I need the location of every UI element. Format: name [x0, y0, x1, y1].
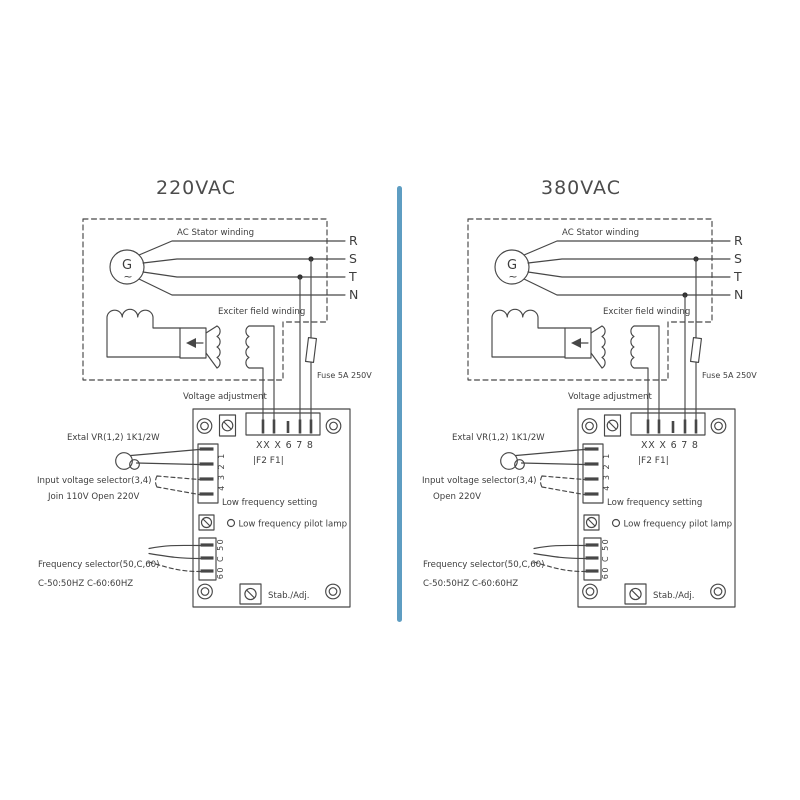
frequency-selector-wires: [533, 544, 586, 560]
frequency-selector-wires: [148, 544, 201, 560]
fuse-symbol: [689, 337, 703, 363]
phase-label-s: S: [349, 251, 357, 266]
stability-label: Stab./Adj.: [653, 591, 694, 601]
low-frequency-pot: [198, 514, 215, 531]
frequency-pin-labels: 60 C 50: [216, 538, 225, 580]
panel-380vac: 380VAC G ~ AC Stator winding R S T N Fus…: [422, 177, 757, 608]
output-terminal-strip: [245, 412, 321, 436]
frequency-selector-connector: [198, 537, 217, 581]
connector-pin-labels: 4 3 2 1: [602, 452, 611, 491]
exciter-field-winding: [491, 308, 592, 359]
phase-label-s: S: [734, 251, 742, 266]
low-freq-lamp-label: Low frequency pilot lamp: [624, 520, 733, 530]
generator-wave: ~: [508, 270, 517, 283]
phase-label-r: R: [734, 233, 743, 248]
generator-enclosure-dashed-box: [82, 218, 328, 381]
generator-symbol: G ~: [109, 249, 145, 285]
avr-board: [577, 408, 736, 608]
frequency-selector-label: Frequency selector(50,C,60): [423, 560, 545, 570]
fuse-label: Fuse 5A 250V: [702, 371, 757, 380]
voltage-adjust-pot: [603, 414, 622, 437]
low-freq-setting-label: Low frequency setting: [607, 498, 702, 508]
input-voltage-note: Join 110V Open 220V: [47, 492, 139, 502]
panel-220vac: 220VAC G ~ AC Stator winding R S T N Fus…: [37, 177, 372, 608]
phase-label-t: T: [733, 269, 742, 284]
stability-label: Stab./Adj.: [268, 591, 309, 601]
frequency-selector-wire-open: [533, 561, 586, 573]
exciter-label: Exciter field winding: [603, 307, 690, 317]
fuse-label: Fuse 5A 250V: [317, 371, 372, 380]
generator-wave: ~: [123, 270, 132, 283]
generator-symbol: G ~: [494, 249, 530, 285]
phase-label-t: T: [348, 269, 357, 284]
avr-board: [192, 408, 351, 608]
pilot-lamp-led: [611, 518, 621, 528]
low-freq-setting-label: Low frequency setting: [222, 498, 317, 508]
mounting-screw: [197, 583, 213, 600]
mounting-screw: [325, 583, 341, 600]
voltage-adjustment-label: Voltage adjustment: [183, 392, 267, 402]
stator-winding-label: AC Stator winding: [177, 228, 254, 238]
mounting-screw: [196, 418, 213, 434]
vr-selector-connector: [197, 443, 219, 504]
external-vr-label: Extal VR(1,2) 1K1/2W: [452, 433, 545, 443]
stability-pot: [239, 583, 262, 605]
terminal-labels: XX X 6 7 8: [256, 440, 314, 451]
frequency-selector-wire-open: [148, 561, 201, 573]
phase-label-n: N: [734, 287, 743, 302]
frequency-pin-labels: 60 C 50: [601, 538, 610, 580]
transformer-symbol: [590, 325, 660, 423]
input-voltage-selector-wires: [540, 475, 585, 496]
low-freq-lamp-label: Low frequency pilot lamp: [239, 520, 348, 530]
exciter-label: Exciter field winding: [218, 307, 305, 317]
frequency-selector-label: Frequency selector(50,C,60): [38, 560, 160, 570]
mounting-screw: [710, 418, 727, 434]
stator-winding-label: AC Stator winding: [562, 228, 639, 238]
stator-output-lines: [523, 240, 731, 296]
frequency-selector-connector: [583, 537, 602, 581]
low-frequency-pot: [583, 514, 600, 531]
generator-letter: G: [122, 258, 132, 273]
divider-line: [397, 186, 402, 622]
generator-enclosure-dashed-box: [467, 218, 713, 381]
external-vr-leads: [515, 448, 585, 466]
phase-label-n: N: [349, 287, 358, 302]
input-voltage-selector-label: Input voltage selector(3,4): [37, 476, 152, 486]
diode-arrow-icon: [571, 338, 581, 348]
connector-pin-labels: 4 3 2 1: [217, 452, 226, 491]
diode-arrow-icon: [186, 338, 196, 348]
terminal-sub-labels: |F2 F1|: [638, 456, 669, 466]
stability-pot: [624, 583, 647, 605]
terminal-sub-labels: |F2 F1|: [253, 456, 284, 466]
output-terminal-strip: [630, 412, 706, 436]
input-voltage-note: Open 220V: [433, 492, 481, 502]
input-voltage-selector-label: Input voltage selector(3,4): [422, 476, 537, 486]
generator-letter: G: [507, 258, 517, 273]
phase-label-r: R: [349, 233, 358, 248]
exciter-field-winding: [106, 308, 207, 359]
mounting-screw: [581, 418, 598, 434]
external-vr-label: Extal VR(1,2) 1K1/2W: [67, 433, 160, 443]
terminal-labels: XX X 6 7 8: [641, 440, 699, 451]
transformer-symbol: [205, 325, 275, 423]
frequency-note: C-50:50HZ C-60:60HZ: [38, 579, 133, 589]
stator-output-lines: [138, 240, 346, 296]
mounting-screw: [325, 418, 342, 434]
frequency-note: C-50:50HZ C-60:60HZ: [423, 579, 518, 589]
mounting-screw: [710, 583, 726, 600]
fuse-symbol: [304, 337, 318, 363]
vr-selector-connector: [582, 443, 604, 504]
mounting-screw: [582, 583, 598, 600]
input-voltage-selector-wires: [155, 475, 200, 496]
external-vr-leads: [130, 448, 200, 466]
panel-title: 380VAC: [541, 177, 621, 199]
external-vr-pot: [115, 452, 140, 470]
external-vr-pot: [500, 452, 525, 470]
panel-title: 220VAC: [156, 177, 236, 199]
voltage-adjust-pot: [218, 414, 237, 437]
voltage-adjustment-label: Voltage adjustment: [568, 392, 652, 402]
pilot-lamp-led: [226, 518, 236, 528]
